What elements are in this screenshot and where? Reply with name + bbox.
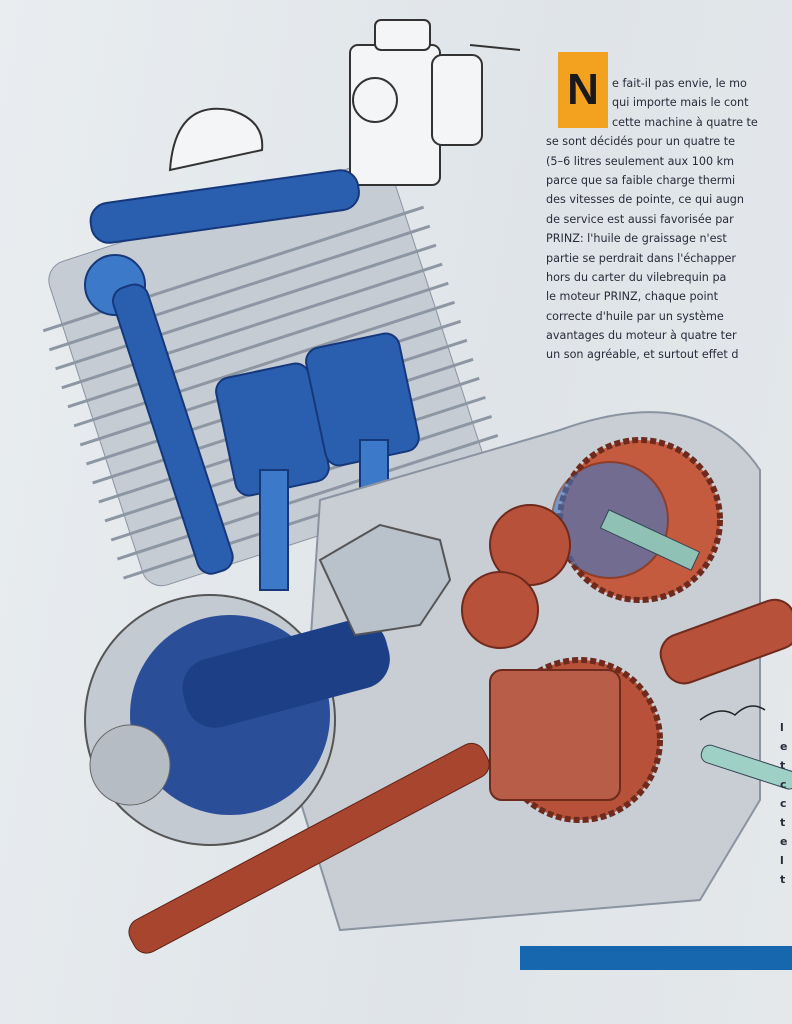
text-line: correcte d'huile par un système <box>546 309 724 323</box>
fragment-letter: c <box>780 797 787 810</box>
valve-train <box>84 169 420 591</box>
air-filter-outline <box>168 107 264 172</box>
drive-shaft <box>128 742 490 954</box>
fragment-letter: l <box>780 854 784 867</box>
text-line: un son agréable, et surtout effet d <box>546 348 739 362</box>
text-line: (5–6 litres seulement aux 100 km <box>546 154 734 168</box>
gearbox <box>461 437 792 823</box>
text-line: se sont décidés pour un quatre te <box>546 135 736 149</box>
text-line: hors du carter du vilebrequin pa <box>546 270 727 284</box>
carburettor <box>349 19 521 186</box>
text-line: qui importe mais le cont <box>612 96 749 110</box>
article-paragraph: e fait-il pas envie, le mo qui importe m… <box>546 74 792 365</box>
flywheel <box>84 594 390 846</box>
text-line: e fait-il pas envie, le mo <box>612 77 747 90</box>
fragment-letter: t <box>780 873 786 886</box>
artist-signature <box>699 705 766 721</box>
fragment-letter: t <box>780 759 786 772</box>
fragment-letter: c <box>780 778 787 791</box>
text-line: cette machine à quatre te <box>612 115 758 129</box>
text-line: partie se perdrait dans l'échapper <box>546 251 737 265</box>
fragment-letter: l <box>780 721 784 734</box>
fragment-letter: t <box>780 816 786 829</box>
text-line: de service est aussi favorisée par <box>546 212 734 226</box>
text-line: avantages du moteur à quatre ter <box>546 329 737 343</box>
selector-fork <box>599 509 701 571</box>
cropped-column-text: l e t c c t e l t <box>780 718 792 889</box>
pipe <box>700 744 792 790</box>
text-line: des vitesses de pointe, ce qui augn <box>546 193 744 207</box>
fragment-letter: e <box>780 740 788 753</box>
drop-cap: N <box>558 52 608 128</box>
oil-pump <box>318 523 452 637</box>
text-line: le moteur PRINZ, chaque point <box>546 290 719 304</box>
text-line: PRINZ: l'huile de graissage n'est <box>546 232 727 246</box>
text-line: parce que sa faible charge thermi <box>546 173 736 187</box>
fragment-letter: e <box>780 835 788 848</box>
decorative-blue-bar <box>520 946 792 970</box>
